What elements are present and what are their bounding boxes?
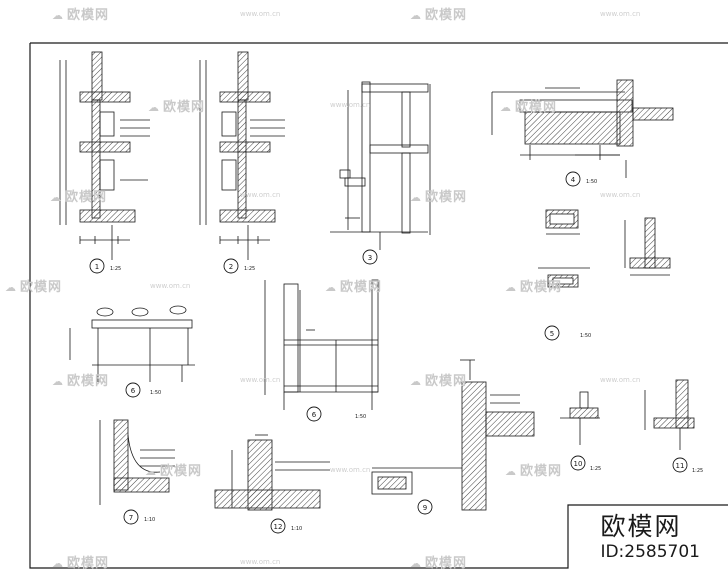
detail-scale: 1:25 [110, 266, 121, 272]
watermark-url: www.om.cn [240, 558, 281, 566]
watermark-url: www.om.cn [330, 466, 371, 474]
detail-number: 9 [423, 504, 427, 512]
watermark-url: www.om.cn [150, 282, 191, 290]
detail-3-section [330, 81, 431, 250]
stamp-logo: 欧模网 [600, 512, 682, 541]
detail-marker-6b [306, 406, 322, 422]
watermark-brand: ☁欧模网 [500, 100, 558, 115]
detail-scale: 1:25 [244, 266, 255, 272]
detail-scale: 1:50 [580, 333, 591, 339]
detail-marker-1 [89, 258, 105, 274]
detail-5-small-sections [538, 209, 671, 288]
sheet-border [29, 42, 728, 569]
detail-marker-12 [270, 518, 286, 534]
watermark-url: www.om.cn [240, 10, 281, 18]
watermark-url: www.om.cn [240, 191, 281, 199]
detail-number: 12 [274, 523, 283, 531]
detail-marker-4 [565, 171, 581, 187]
detail-marker-11 [672, 457, 688, 473]
detail-number: 3 [368, 254, 372, 262]
watermark-url: www.om.cn [600, 191, 641, 199]
watermark-brand: ☁欧模网 [52, 556, 110, 571]
detail-scale: 1:50 [355, 414, 366, 420]
detail-11-section [644, 379, 695, 450]
detail-scale: 1:50 [150, 390, 161, 396]
watermark-brand: ☁欧模网 [5, 280, 63, 295]
watermark-brand: ☁欧模网 [148, 100, 206, 115]
watermark-brand: ☁欧模网 [410, 190, 468, 205]
watermark-brand: ☁欧模网 [50, 190, 108, 205]
detail-scale: 1:25 [590, 466, 601, 472]
detail-scale: 1:25 [692, 468, 703, 474]
watermark-brand: ☁欧模网 [410, 8, 468, 23]
detail-number: 5 [550, 330, 554, 338]
detail-marker-3 [362, 249, 378, 265]
detail-number: 11 [676, 462, 685, 470]
detail-number: 1 [95, 263, 99, 271]
detail-scale: 1:50 [586, 179, 597, 185]
watermark-brand: ☁欧模网 [145, 464, 203, 479]
detail-number: 10 [574, 460, 583, 468]
watermark-url: www.om.cn [330, 101, 371, 109]
detail-marker-5 [544, 325, 560, 341]
watermark-brand: ☁欧模网 [52, 374, 110, 389]
detail-7-section [99, 419, 175, 505]
detail-scale: 1:10 [144, 517, 155, 523]
detail-number: 6 [312, 411, 317, 419]
detail-12-section [214, 434, 330, 511]
detail-4-eave-section [491, 79, 674, 178]
detail-marker-10 [570, 455, 586, 471]
detail-marker-6a [125, 382, 141, 398]
watermark-brand: ☁欧模网 [410, 374, 468, 389]
detail-10-section [560, 391, 600, 445]
stamp-id: ID:2585701 [600, 542, 700, 562]
detail-2-wall-section [199, 51, 285, 260]
detail-6-parapet [69, 305, 195, 382]
detail-1-wall-section [59, 51, 150, 260]
detail-9-section [371, 359, 535, 511]
detail-marker-2 [223, 258, 239, 274]
watermark-url: www.om.cn [600, 10, 641, 18]
watermark-brand: ☁欧模网 [505, 464, 563, 479]
detail-number: 2 [229, 263, 233, 271]
detail-number: 4 [571, 176, 576, 184]
detail-number: 6 [131, 387, 136, 395]
detail-number: 7 [129, 514, 133, 522]
watermark-brand: ☁欧模网 [410, 556, 468, 571]
detail-marker-9 [417, 499, 433, 515]
site-stamp: 欧模网 ID:2585701 [600, 512, 700, 562]
detail-scale: 1:10 [291, 526, 302, 532]
watermark-url: www.om.cn [600, 376, 641, 384]
watermark-url: www.om.cn [240, 376, 281, 384]
watermark-brand: ☁欧模网 [52, 8, 110, 23]
watermark-brand: ☁欧模网 [325, 280, 383, 295]
watermark-brand: ☁欧模网 [505, 280, 563, 295]
detail-marker-7 [123, 509, 139, 525]
detail-6-elevation [264, 279, 379, 410]
